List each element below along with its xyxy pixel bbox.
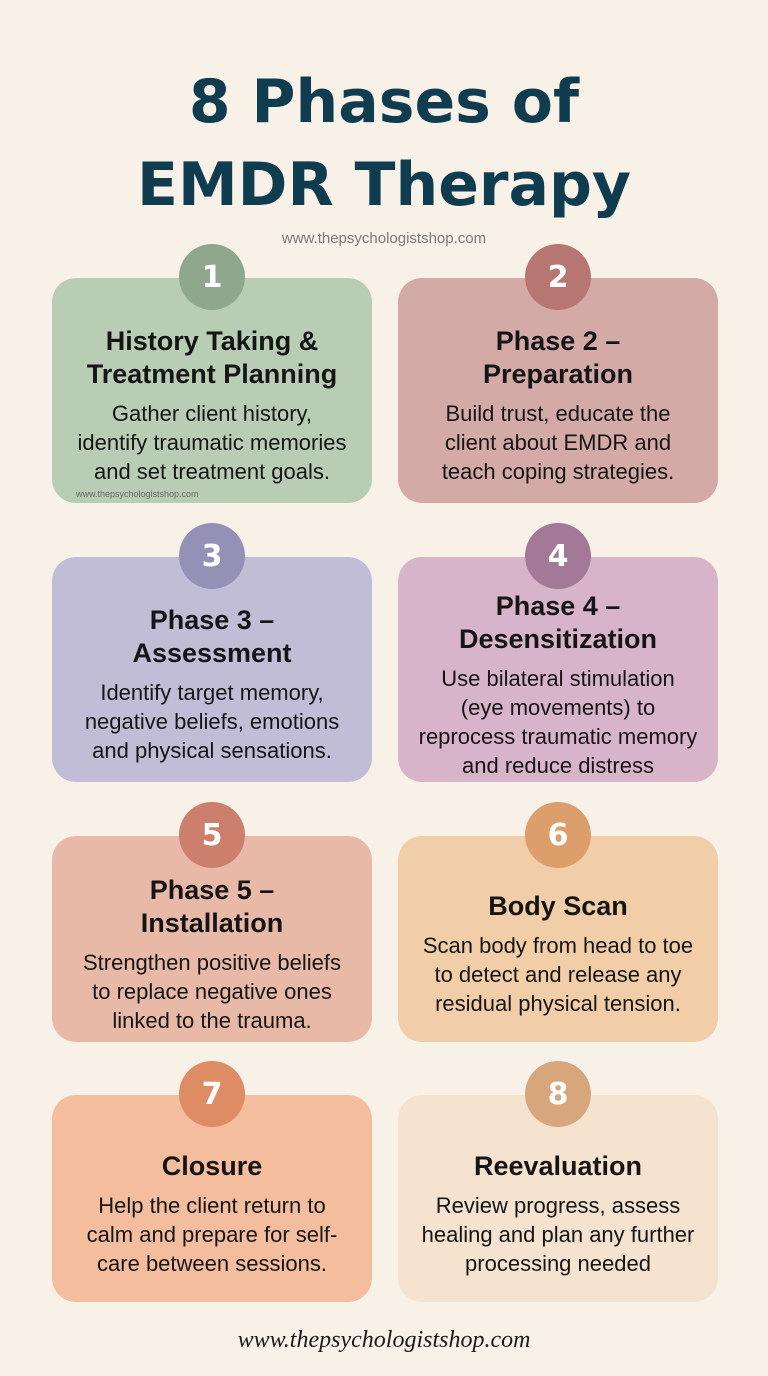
page-title-line-1: 8 Phases of	[188, 67, 580, 137]
phase-title-line: History Taking &	[105, 326, 319, 356]
phase-number-badge: 2	[525, 244, 591, 310]
phase-description: Build trust, educate the client about EMD…	[442, 399, 674, 486]
subtitle-url: www.thepsychologistshop.com	[281, 230, 487, 247]
phase-title-line: Phase 4 –	[495, 590, 621, 621]
phase-description: Scan body from head to toe to detect and …	[423, 931, 693, 1018]
phase-description-line: care between sessions.	[97, 1250, 327, 1276]
phase-description: Use bilateral stimulation (eye movements)…	[419, 664, 698, 780]
phase-title-line: Desensitization	[458, 623, 658, 654]
phase-description-line: and physical sensations.	[92, 738, 332, 763]
phase-title-line: Treatment Planning	[86, 359, 338, 389]
phase-title: Body Scan	[488, 890, 628, 923]
phase-number-badge: 6	[525, 802, 591, 868]
phase-title: History Taking &Treatment Planning	[87, 325, 338, 391]
phase-title-line: Assessment	[132, 638, 292, 668]
phase-title-line: Installation	[140, 907, 284, 938]
phase-description-line: Help the client return to	[98, 1192, 326, 1218]
phase-title: Closure	[162, 1150, 263, 1183]
page-title-line-2: EMDR Therapy	[136, 150, 632, 220]
phase-description-line: Scan body from head to toe	[422, 933, 694, 958]
phase-description-line: calm and prepare for self-	[86, 1221, 338, 1247]
phase-description-line: Identify target memory,	[100, 680, 324, 705]
phase-number-badge: 4	[525, 523, 591, 589]
phase-title: Phase 3 –Assessment	[132, 604, 291, 670]
phase-number-badge: 7	[179, 1061, 245, 1127]
phase-description-line: client about EMDR and	[444, 430, 672, 455]
footer-url: www.thepsychologistshop.com	[237, 1327, 531, 1353]
phase-description-line: Build trust, educate the	[445, 401, 671, 426]
phase-title: Phase 2 –Preparation	[483, 325, 633, 391]
phase-title: Phase 5 –Installation	[141, 874, 284, 940]
phase-description-line: Gather client history,	[111, 401, 313, 426]
phase-description-line: linked to the trauma.	[112, 1007, 312, 1033]
phase-description-line: processing needed	[465, 1250, 651, 1276]
phase-number-badge: 1	[179, 244, 245, 310]
phase-description-line: reprocess traumatic memory	[418, 723, 698, 749]
phase-number-badge: 3	[179, 523, 245, 589]
phase-title-line: Closure	[161, 1150, 263, 1181]
phase-title-line: Phase 5 –	[149, 874, 275, 905]
phase-title: Reevaluation	[474, 1150, 642, 1183]
phase-title-line: Body Scan	[488, 891, 628, 921]
phase-title: Phase 4 –Desensitization	[459, 590, 657, 656]
phase-description-line: (eye movements) to	[460, 694, 656, 720]
phase-description-line: negative beliefs, emotions	[84, 709, 340, 734]
phase-description: Strengthen positive beliefs to replace ne…	[83, 948, 341, 1035]
phase-description: Gather client history, identify traumatic…	[78, 399, 347, 486]
phase-title-line: Preparation	[482, 359, 634, 389]
card-watermark: www.thepsychologistshop.com	[76, 489, 199, 499]
phase-number-badge: 5	[179, 802, 245, 868]
phase-description-line: and reduce distress	[462, 752, 654, 778]
phase-description-line: to replace negative ones	[92, 978, 332, 1004]
phase-description-line: identify traumatic memories	[77, 430, 347, 455]
phase-title-line: Reevaluation	[473, 1150, 643, 1181]
phase-number-badge: 8	[525, 1061, 591, 1127]
phase-description: Review progress, assess healing and plan …	[422, 1191, 695, 1278]
phase-description-line: Strengthen positive beliefs	[82, 949, 342, 975]
phase-description-line: healing and plan any further	[421, 1221, 695, 1247]
phase-description: Identify target memory, negative beliefs,…	[85, 678, 339, 765]
phase-description-line: to detect and release any	[434, 962, 682, 987]
phase-description-line: Use bilateral stimulation	[441, 665, 675, 691]
phase-title-line: Phase 2 –	[495, 326, 621, 356]
phase-description-line: Review progress, assess	[435, 1192, 681, 1218]
phase-title-line: Phase 3 –	[149, 605, 275, 635]
phase-description-line: residual physical tension.	[435, 991, 681, 1016]
phase-description-line: and set treatment goals.	[93, 459, 330, 484]
phase-description-line: teach coping strategies.	[441, 459, 675, 484]
phase-description: Help the client return to calm and prepar…	[87, 1191, 338, 1278]
